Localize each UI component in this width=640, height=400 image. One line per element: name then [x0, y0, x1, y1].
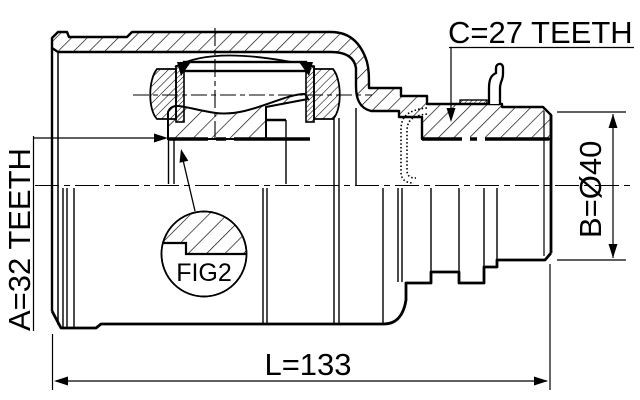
- label-l-length: L=133: [264, 347, 351, 382]
- a-leader-arrow: [154, 133, 168, 143]
- clip-icon: [487, 62, 505, 104]
- snap-ring-end-left: [177, 62, 191, 76]
- cover-plate-dotted: [400, 107, 428, 184]
- snap-ring-end-right: [299, 62, 313, 76]
- cage-section-right: [313, 68, 341, 120]
- b-arrow-up: [608, 114, 618, 128]
- cage-strip-right: [305, 65, 315, 123]
- exterior-lower-outline: [50, 48, 553, 330]
- b-arrow-down: [608, 244, 618, 258]
- fig2-label: FIG2: [176, 259, 232, 287]
- inner-race-section: [167, 92, 310, 140]
- annotation-a-spline: A=32 TEETH: [2, 133, 168, 331]
- retainer-band: [182, 60, 308, 73]
- label-c-spline: C=27 TEETH: [448, 15, 633, 50]
- ball-cage-assembly: [149, 54, 341, 184]
- cage-section-left: [149, 68, 177, 120]
- detail-step-profile: [162, 241, 247, 256]
- annotation-c-spline: C=27 TEETH: [446, 15, 634, 122]
- washer-edge: [459, 99, 488, 105]
- label-a-spline: A=32 TEETH: [2, 148, 37, 331]
- fig2-detail-bubble: FIG2: [160, 149, 248, 298]
- annotation-b-diameter: B=Ø40: [557, 111, 626, 261]
- label-b-diameter: B=Ø40: [573, 141, 608, 238]
- detail-leader-line: [182, 159, 196, 212]
- centerlines: [35, 28, 632, 187]
- l-arrow-right: [534, 376, 548, 386]
- annotation-l-length: L=133: [51, 264, 551, 390]
- detail-leader-arrow: [179, 149, 189, 163]
- l-arrow-left: [54, 376, 68, 386]
- shaft-clip: [459, 62, 505, 105]
- cage-strip-left: [175, 65, 185, 123]
- c-leader-arrow: [446, 108, 456, 122]
